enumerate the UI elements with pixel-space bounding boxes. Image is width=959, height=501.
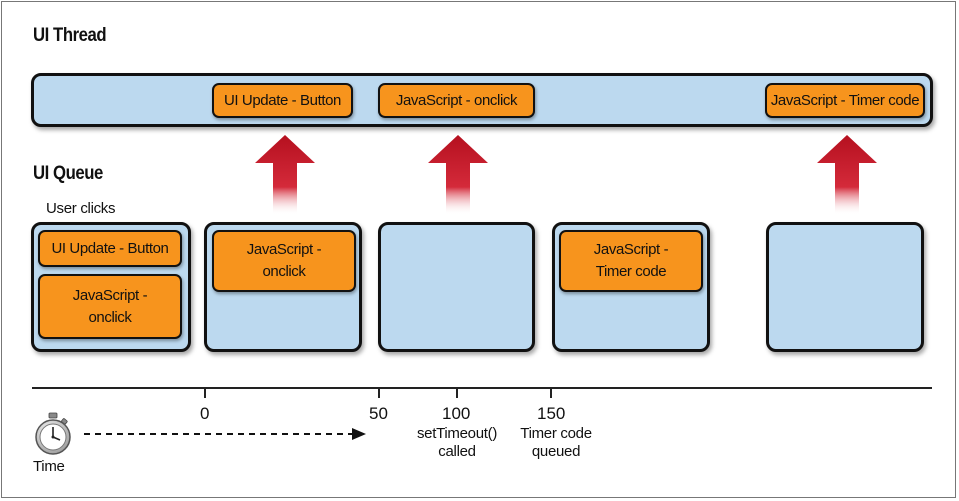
tick-label-150: 150 <box>537 404 566 423</box>
tick-150 <box>550 387 552 398</box>
thread-task-ui-update: UI Update - Button <box>212 83 353 118</box>
thread-task-timer: JavaScript - Timer code <box>765 83 925 118</box>
settimeout-annotation: setTimeout() called <box>416 425 498 460</box>
up-arrow-icon <box>255 135 315 215</box>
queue4-task-timer: JavaScript - Timer code <box>559 230 703 292</box>
queue-box-3 <box>378 222 535 352</box>
thread-task-onclick: JavaScript - onclick <box>378 83 535 118</box>
tick-100 <box>456 387 458 398</box>
time-label: Time <box>33 458 65 475</box>
queue-box-5 <box>766 222 924 352</box>
tick-label-100: 100 <box>442 404 471 423</box>
up-arrow-icon <box>428 135 488 215</box>
time-direction-arrow <box>84 428 366 440</box>
stopwatch-icon <box>35 412 71 455</box>
up-arrow-icon <box>817 135 877 215</box>
timer-queued-annotation: Timer code queued <box>520 425 592 460</box>
tick-label-0: 0 <box>200 404 210 423</box>
tick-50 <box>378 387 380 398</box>
ui-queue-title: UI Queue <box>33 163 103 184</box>
tick-label-50: 50 <box>369 404 388 423</box>
timeline-axis <box>32 387 932 389</box>
queue1-task-onclick: JavaScript - onclick <box>38 274 182 339</box>
queue2-task-onclick: JavaScript - onclick <box>212 230 356 292</box>
ui-thread-title: UI Thread <box>33 25 107 46</box>
user-clicks-label: User clicks <box>46 200 116 217</box>
queue1-task-ui-update: UI Update - Button <box>38 230 182 267</box>
tick-0 <box>204 387 206 398</box>
